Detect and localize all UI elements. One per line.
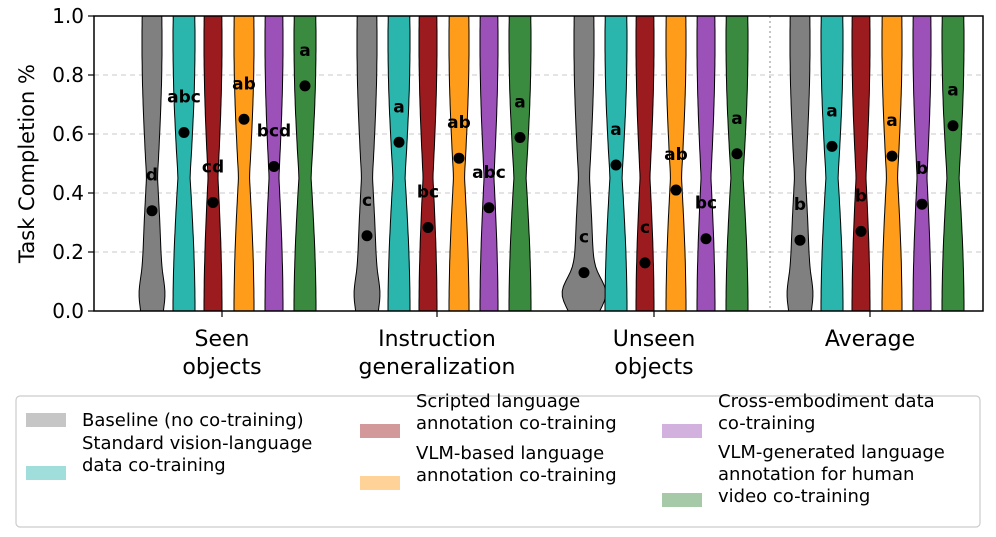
mean-marker bbox=[794, 234, 806, 246]
x-tick-label: Seen bbox=[195, 327, 250, 352]
mean-marker bbox=[886, 150, 898, 162]
significance-label: d bbox=[146, 166, 158, 186]
significance-label: cd bbox=[202, 157, 224, 177]
plot-frame bbox=[93, 15, 984, 312]
mean-marker bbox=[700, 233, 712, 245]
significance-label: bc bbox=[417, 183, 439, 203]
significance-label: abc bbox=[472, 163, 506, 183]
violin-body bbox=[696, 15, 716, 312]
significance-label: ab bbox=[232, 74, 256, 94]
mean-marker bbox=[855, 225, 867, 237]
legend-label: annotation co-training bbox=[416, 465, 617, 486]
mean-marker bbox=[393, 136, 405, 148]
mean-marker bbox=[639, 257, 651, 269]
mean-marker bbox=[514, 132, 526, 144]
significance-label: a bbox=[731, 109, 742, 129]
y-tick-label: 0.6 bbox=[52, 122, 84, 146]
mean-marker bbox=[453, 152, 465, 164]
legend-label: data co-training bbox=[82, 455, 226, 476]
mean-marker bbox=[670, 184, 682, 196]
y-tick-label: 0.2 bbox=[52, 240, 84, 264]
mean-marker bbox=[826, 140, 838, 152]
violin-body bbox=[881, 15, 903, 312]
legend-label: Cross-embodiment data bbox=[718, 391, 935, 412]
legend-label: video co-training bbox=[718, 486, 870, 507]
violin-body bbox=[561, 15, 607, 312]
mean-marker bbox=[422, 222, 434, 234]
mean-marker bbox=[146, 205, 158, 217]
y-tick-label: 0.0 bbox=[52, 299, 84, 323]
x-tick-label: objects bbox=[182, 355, 261, 380]
violin-body bbox=[820, 15, 844, 312]
significance-label: a bbox=[393, 97, 404, 117]
legend-swatch bbox=[662, 424, 702, 438]
significance-label: b bbox=[794, 195, 806, 215]
legend-label: annotation for human bbox=[718, 464, 914, 485]
mean-marker bbox=[268, 160, 280, 172]
legend-label: annotation co-training bbox=[416, 413, 617, 434]
violin-body bbox=[786, 15, 814, 312]
mean-marker bbox=[483, 202, 495, 214]
legend-label: Standard vision-language bbox=[82, 433, 312, 454]
legend-swatch bbox=[360, 424, 400, 438]
mean-marker bbox=[178, 127, 190, 139]
y-tick-label: 1.0 bbox=[52, 4, 84, 28]
legend-swatch bbox=[26, 413, 66, 427]
significance-label: bcd bbox=[257, 121, 291, 141]
violin-body bbox=[851, 15, 871, 312]
legend-label: VLM-generated language bbox=[718, 442, 945, 463]
significance-label: a bbox=[886, 111, 897, 131]
y-tick-label: 0.8 bbox=[52, 63, 84, 87]
x-tick-label: Unseen bbox=[613, 327, 696, 352]
legend-label: VLM-based language bbox=[416, 443, 604, 464]
x-tick-label: objects bbox=[614, 355, 693, 380]
violin-body bbox=[138, 15, 166, 312]
x-tick-label: Average bbox=[825, 327, 915, 352]
significance-label: a bbox=[947, 81, 958, 101]
significance-label: ab bbox=[447, 113, 471, 133]
legend-label: Scripted language bbox=[416, 391, 580, 412]
significance-label: b bbox=[855, 186, 867, 206]
y-tick-label: 0.4 bbox=[52, 181, 84, 205]
legend-swatch bbox=[662, 493, 702, 507]
significance-label: b bbox=[916, 159, 928, 179]
y-axis-label: Task Completion % bbox=[15, 64, 39, 264]
mean-marker bbox=[947, 120, 959, 132]
mean-marker bbox=[238, 113, 250, 125]
significance-label: a bbox=[826, 101, 837, 121]
violin-body bbox=[353, 15, 381, 312]
significance-label: c bbox=[640, 218, 650, 238]
mean-marker bbox=[578, 267, 590, 279]
violin-body bbox=[418, 15, 438, 312]
x-tick-label: generalization bbox=[359, 355, 516, 380]
legend-swatch bbox=[360, 476, 400, 490]
legend-swatch bbox=[26, 466, 66, 480]
significance-label: a bbox=[610, 120, 621, 140]
violin-body bbox=[941, 15, 965, 312]
legend-box bbox=[15, 395, 981, 528]
violin-body bbox=[725, 15, 749, 312]
significance-label: bc bbox=[695, 194, 717, 214]
mean-marker bbox=[361, 230, 373, 242]
mean-marker bbox=[299, 80, 311, 92]
violin-body bbox=[172, 15, 196, 312]
mean-marker bbox=[916, 198, 928, 210]
significance-label: abc bbox=[167, 88, 201, 108]
significance-label: c bbox=[579, 228, 589, 248]
significance-label: c bbox=[362, 191, 372, 211]
mean-marker bbox=[207, 196, 219, 208]
x-tick-label: Instruction bbox=[378, 327, 496, 352]
mean-marker bbox=[610, 159, 622, 171]
significance-label: a bbox=[514, 93, 525, 113]
violin-body bbox=[508, 15, 532, 312]
significance-label: a bbox=[299, 41, 310, 61]
significance-label: ab bbox=[664, 145, 688, 165]
violin-body bbox=[233, 15, 255, 312]
violin-body bbox=[387, 15, 411, 312]
mean-marker bbox=[731, 148, 743, 160]
legend-label: co-training bbox=[718, 413, 815, 434]
legend-label: Baseline (no co-training) bbox=[82, 410, 304, 431]
